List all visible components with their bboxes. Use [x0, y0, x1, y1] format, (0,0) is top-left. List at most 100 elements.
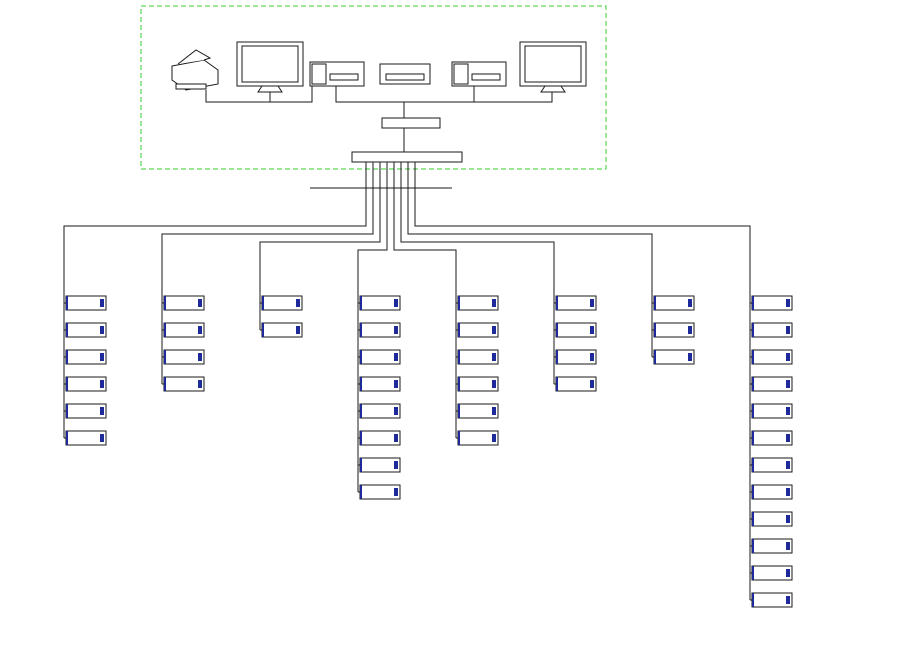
- branch-node: [358, 403, 401, 419]
- branch-node: [358, 484, 401, 500]
- module-icon: [198, 353, 202, 361]
- module-icon: [492, 407, 496, 415]
- node-accent: [752, 512, 754, 526]
- node-accent: [556, 296, 558, 310]
- module-icon: [688, 326, 692, 334]
- branch-node: [750, 592, 793, 608]
- node-accent: [752, 485, 754, 499]
- node-accent: [66, 404, 68, 418]
- control-room-wiring: [205, 86, 553, 152]
- branch-node: [750, 295, 793, 311]
- branch-feeder: [393, 162, 457, 282]
- node-accent: [458, 323, 460, 337]
- branch-node: [652, 295, 695, 311]
- module-icon: [786, 515, 790, 523]
- node-accent: [458, 296, 460, 310]
- module-icon: [786, 434, 790, 442]
- module-icon: [492, 434, 496, 442]
- module-icon: [100, 380, 104, 388]
- branch-node: [456, 403, 499, 419]
- branch-node: [64, 376, 107, 392]
- branch-node: [750, 322, 793, 338]
- module-icon: [100, 407, 104, 415]
- node-accent: [164, 377, 166, 391]
- node-accent: [66, 296, 68, 310]
- monitor-left: [236, 41, 304, 93]
- node-accent: [360, 296, 362, 310]
- module-icon: [198, 299, 202, 307]
- branch-node: [652, 349, 695, 365]
- node-accent: [66, 350, 68, 364]
- branch-node: [554, 349, 597, 365]
- module-icon: [590, 353, 594, 361]
- branch-node: [554, 295, 597, 311]
- branch-node: [750, 565, 793, 581]
- node-accent: [752, 566, 754, 580]
- module-icon: [100, 326, 104, 334]
- branch-node: [358, 457, 401, 473]
- module-icon: [590, 299, 594, 307]
- node-accent: [262, 296, 264, 310]
- node-accent: [752, 431, 754, 445]
- module-icon: [394, 353, 398, 361]
- module-icon: [786, 407, 790, 415]
- module-icon: [492, 353, 496, 361]
- module-icon: [100, 353, 104, 361]
- node-accent: [556, 350, 558, 364]
- module-icon: [786, 299, 790, 307]
- branch-node: [750, 430, 793, 446]
- node-accent: [654, 350, 656, 364]
- branch-3: [259, 162, 381, 338]
- branch-node: [456, 349, 499, 365]
- host-backup: [451, 61, 507, 87]
- branch-node: [652, 322, 695, 338]
- node-accent: [752, 539, 754, 553]
- branch-node: [162, 376, 205, 392]
- node-accent: [458, 377, 460, 391]
- node-accent: [752, 377, 754, 391]
- branch-layer: [63, 162, 793, 608]
- node-accent: [752, 296, 754, 310]
- network-switch: [381, 117, 441, 129]
- branch-node: [456, 322, 499, 338]
- host-main: [309, 61, 365, 87]
- branch-feeder: [414, 162, 751, 282]
- node-accent: [66, 323, 68, 337]
- branch-node: [260, 295, 303, 311]
- branch-node: [162, 295, 205, 311]
- branch-node: [358, 430, 401, 446]
- branch-node: [64, 322, 107, 338]
- module-icon: [786, 542, 790, 550]
- branch-node: [456, 430, 499, 446]
- branch-node: [750, 403, 793, 419]
- module-icon: [394, 434, 398, 442]
- module-icon: [394, 326, 398, 334]
- node-accent: [360, 404, 362, 418]
- branch-node: [750, 484, 793, 500]
- node-accent: [360, 485, 362, 499]
- node-accent: [262, 323, 264, 337]
- branch-node: [750, 511, 793, 527]
- module-icon: [786, 380, 790, 388]
- branch-node: [456, 376, 499, 392]
- node-accent: [752, 350, 754, 364]
- module-icon: [688, 299, 692, 307]
- node-accent: [66, 377, 68, 391]
- node-accent: [752, 323, 754, 337]
- module-icon: [688, 353, 692, 361]
- branch-1: [63, 162, 367, 446]
- module-icon: [492, 326, 496, 334]
- module-icon: [394, 380, 398, 388]
- node-accent: [66, 431, 68, 445]
- module-icon: [786, 488, 790, 496]
- module-icon: [786, 326, 790, 334]
- branch-node: [750, 349, 793, 365]
- branch-node: [64, 430, 107, 446]
- branch-feeder: [400, 162, 555, 282]
- node-accent: [164, 296, 166, 310]
- branch-feeder: [63, 162, 367, 282]
- branch-node: [358, 349, 401, 365]
- node-accent: [360, 377, 362, 391]
- control-room: [140, 5, 607, 170]
